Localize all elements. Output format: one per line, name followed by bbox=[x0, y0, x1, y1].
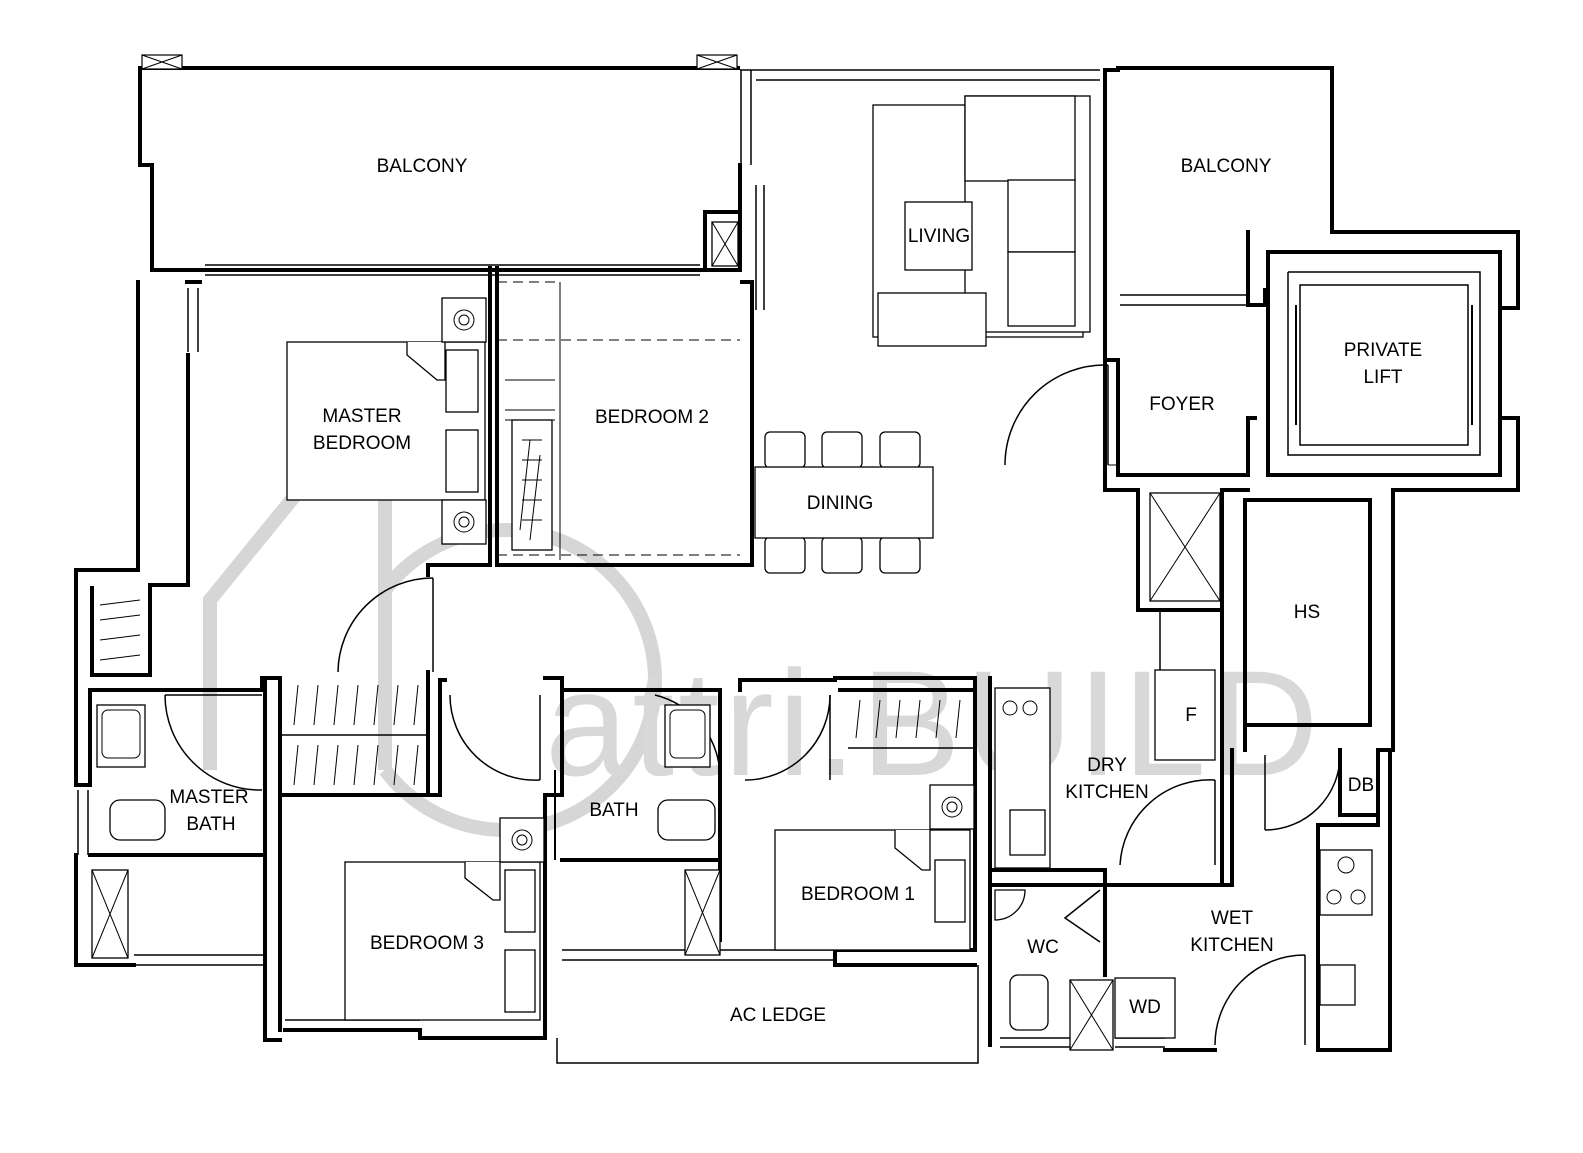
label-foyer: FOYER bbox=[1149, 394, 1214, 415]
label-private-lift-line1: PRIVATE bbox=[1344, 340, 1422, 361]
label-fridge: F bbox=[1185, 705, 1197, 726]
label-bath: BATH bbox=[589, 800, 638, 821]
interior-walls bbox=[74, 163, 1392, 1064]
label-bedroom-3: BEDROOM 3 bbox=[370, 933, 484, 954]
label-wc: WC bbox=[1027, 937, 1059, 958]
label-dry-kitchen-line1: DRY bbox=[1087, 755, 1127, 776]
label-dining: DINING bbox=[807, 493, 874, 514]
wardrobe-bedroom-1 bbox=[848, 699, 975, 749]
label-wet-kitchen-line2: KITCHEN bbox=[1190, 935, 1273, 956]
label-db: DB bbox=[1348, 775, 1374, 796]
label-balcony-left: BALCONY bbox=[377, 156, 468, 177]
label-dry-kitchen-line2: KITCHEN bbox=[1065, 782, 1148, 803]
label-master-bedroom-line1: MASTER bbox=[322, 406, 401, 427]
room-labels: BALCONY BALCONY LIVING PRIVATE LIFT FOYE… bbox=[169, 156, 1422, 1026]
label-wd: WD bbox=[1129, 997, 1161, 1018]
label-master-bedroom-line2: BEDROOM bbox=[313, 433, 411, 454]
wardrobe-bedroom-3 bbox=[293, 684, 419, 786]
furniture bbox=[91, 95, 1373, 1051]
door-swings bbox=[164, 364, 1341, 1046]
label-living: LIVING bbox=[908, 226, 970, 247]
label-bedroom-1: BEDROOM 1 bbox=[801, 884, 915, 905]
label-master-bath-line2: BATH bbox=[186, 814, 235, 835]
balcony-left-area bbox=[138, 54, 742, 276]
label-bedroom-2: BEDROOM 2 bbox=[595, 407, 709, 428]
private-lift-shaft bbox=[1266, 250, 1502, 477]
label-ac-ledge: AC LEDGE bbox=[730, 1005, 826, 1026]
label-master-bath-line1: MASTER bbox=[169, 787, 248, 808]
label-wet-kitchen-line1: WET bbox=[1211, 908, 1254, 929]
label-balcony-right: BALCONY bbox=[1181, 156, 1272, 177]
label-private-lift-line2: LIFT bbox=[1363, 367, 1402, 388]
label-hs: HS bbox=[1294, 602, 1320, 623]
